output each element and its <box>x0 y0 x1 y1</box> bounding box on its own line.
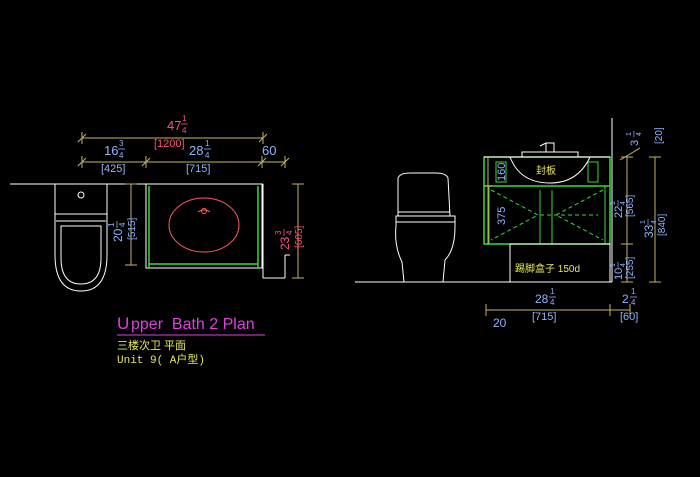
elev-total-h-frac-den: 4 <box>651 220 658 224</box>
plan-mid-mm: [715] <box>186 163 210 175</box>
vanity-elevation: 封板 踢脚盒子 150d <box>483 142 611 283</box>
elev-total-h-mm: [840] <box>657 214 668 236</box>
subtitle-unit: Unit 9( A户型) <box>117 352 205 367</box>
elev-bottom-right-frac-num: 1 <box>631 287 636 296</box>
plan-view: 47 1 4 [1200] 16 3 4 [425] 28 1 4 [715] … <box>10 114 305 292</box>
plan-depth-frac-den: 4 <box>118 222 127 227</box>
plan-left-frac-num: 3 <box>119 139 124 148</box>
toilet-bowl-outer <box>54 214 108 292</box>
toe-kick-label: 踢脚盒子 150d <box>515 262 580 275</box>
plan-wall-inches: 23 <box>278 236 292 250</box>
plan-wall-frac-num: 3 <box>274 230 283 235</box>
elev-right-a-frac-num: 1 <box>610 201 617 205</box>
plan-depth-inches: 20 <box>111 228 125 242</box>
elevation-dimension-lines <box>484 147 661 316</box>
elev-bottom-mid-frac-den: 4 <box>550 298 555 307</box>
plan-total-mm: [1200] <box>154 138 185 150</box>
elev-bottom-right-inches: 2 <box>622 292 629 306</box>
elev-right-b-frac-den: 4 <box>620 263 627 267</box>
elev-right-top-frac-num: 1 <box>626 132 633 136</box>
elev-total-h-frac-num: 1 <box>640 220 647 224</box>
plan-right-value: 60 <box>262 143 276 158</box>
plan-total-frac-num: 1 <box>182 114 187 123</box>
plan-left-frac-den: 4 <box>119 151 124 160</box>
elev-right-b-inches: 10 <box>613 268 625 280</box>
elev-right-b-mm: [255] <box>625 257 636 279</box>
sink-basin-elev <box>509 156 591 184</box>
toilet-tank-elev <box>397 172 451 217</box>
elev-h-mid: 375 <box>496 207 508 225</box>
faucet-elev-icon <box>545 142 555 152</box>
elev-bottom-mid-inches: 28 <box>535 292 549 306</box>
elev-bottom-left-value: 20 <box>493 316 507 330</box>
plan-mid-inches: 28 <box>189 143 203 158</box>
elev-right-top-frac-den: 4 <box>636 132 643 136</box>
plan-wall-mm: [605] <box>294 226 305 248</box>
plan-left-mm: [425] <box>101 163 125 175</box>
elev-bottom-mid-frac-num: 1 <box>550 287 555 296</box>
elev-bottom-right-frac-den: 4 <box>631 298 636 307</box>
plan-total-frac-den: 4 <box>182 126 187 135</box>
plan-mid-frac-num: 1 <box>205 139 210 148</box>
drain-icon <box>201 208 207 214</box>
elev-right-top-mm: [20] <box>654 127 665 144</box>
toilet-plan <box>54 183 108 292</box>
plan-total-inches: 47 <box>167 118 181 133</box>
plan-wall-frac-den: 4 <box>285 230 294 235</box>
elev-total-h-inches: 33 <box>642 224 656 238</box>
plan-depth-mm: [515] <box>127 218 138 240</box>
elev-right-b-frac-num: 1 <box>610 263 617 267</box>
elev-bottom-right-mm: [60] <box>620 311 638 323</box>
plan-left-inches: 16 <box>104 143 118 158</box>
toe-kick-box <box>509 243 611 283</box>
toilet-bowl-elev <box>395 215 456 283</box>
top-panel-label: 封板 <box>536 164 556 177</box>
elev-right-top-value: 3 <box>629 140 641 146</box>
elev-right-a-frac-den: 4 <box>620 201 627 205</box>
plan-mid-frac-den: 4 <box>205 151 210 160</box>
elev-right-a-inches: 22 <box>613 206 625 218</box>
title-first-letter: U <box>117 314 129 333</box>
door-swing-marks <box>490 189 604 241</box>
toilet-bowl-inner <box>60 225 102 285</box>
elevation-view: 封板 踢脚盒子 150d 160 375 <box>355 118 668 330</box>
vanity-plan <box>145 183 263 269</box>
title-block: U pper Bath 2 Plan 三楼次卫 平面 Unit 9( A户型) <box>117 314 265 367</box>
elev-bottom-mid-mm: [715] <box>532 311 556 323</box>
toilet-elevation <box>395 172 456 283</box>
toilet-tank-plan <box>54 183 108 215</box>
flush-button-icon <box>77 191 85 199</box>
subtitle-cn: 三楼次卫 平面 <box>117 338 186 352</box>
vanity-top-plan <box>145 183 263 269</box>
plan-dimension-lines <box>77 132 304 279</box>
sink-basin-plan <box>168 197 240 253</box>
faucet-plan-icon <box>197 209 211 213</box>
plan-depth-frac-num: 1 <box>107 222 116 227</box>
title-text: pper Bath 2 Plan <box>131 316 255 333</box>
elev-right-a-mm: [565] <box>625 195 636 217</box>
elev-h-top: 160 <box>496 163 508 181</box>
